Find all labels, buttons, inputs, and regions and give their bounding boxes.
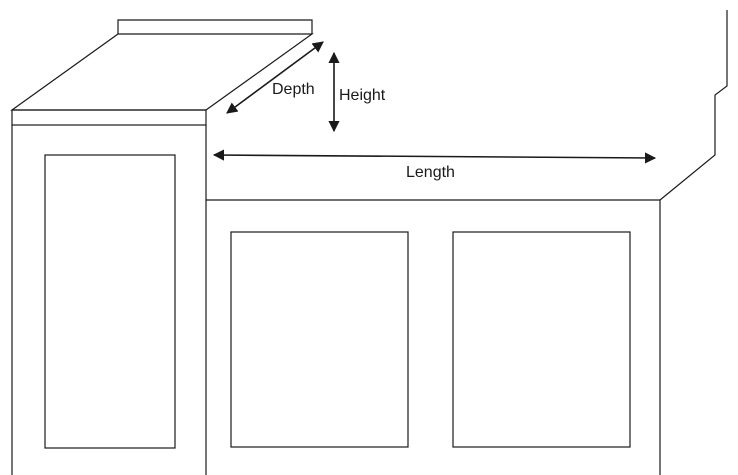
base-cabinet (206, 199, 661, 475)
length-label: Length (406, 164, 455, 181)
base-cabinet-door-left (230, 231, 409, 448)
tall-cabinet-top-lid (10, 33, 314, 111)
tall-cabinet-body (11, 125, 207, 475)
length-arrow (212, 149, 657, 164)
tall-cabinet-top-band (11, 109, 207, 126)
tall-cabinet-door-panel (44, 154, 176, 449)
tall-cabinet (10, 19, 314, 475)
base-cabinet-door-right (452, 231, 631, 448)
tall-cabinet-lid-back-edge (117, 19, 313, 34)
depth-arrow (226, 41, 324, 114)
height-label: Height (339, 87, 386, 104)
depth-label: Depth (272, 81, 315, 98)
wall-profile (659, 10, 728, 201)
